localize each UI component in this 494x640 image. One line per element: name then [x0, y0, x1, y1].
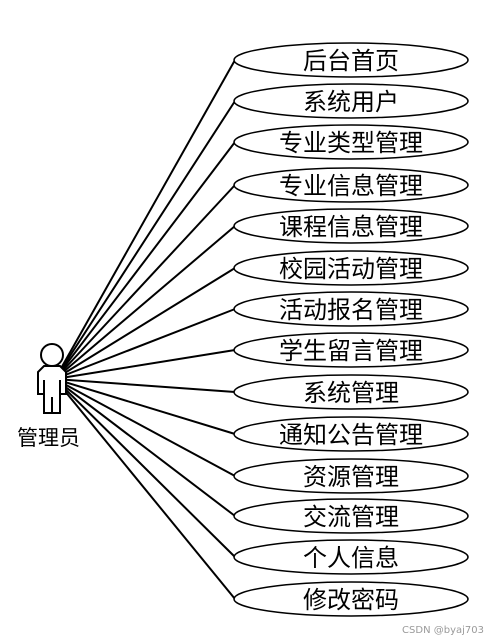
use-case: 后台首页 [233, 42, 469, 78]
use-case-ellipse [233, 167, 469, 203]
use-case-label: 通知公告管理 [279, 421, 423, 449]
association-line [54, 267, 236, 380]
use-case: 资源管理 [233, 458, 469, 494]
use-case: 通知公告管理 [233, 416, 469, 452]
association-lines [54, 59, 236, 600]
use-case-label: 校园活动管理 [279, 255, 423, 283]
use-case-label: 学生留言管理 [279, 337, 423, 365]
association-line [54, 378, 236, 600]
use-case: 个人信息 [233, 539, 469, 575]
association-line [54, 349, 236, 380]
actor-label: 管理员 [17, 426, 80, 450]
use-case-ellipse [233, 208, 469, 244]
use-case-label: 修改密码 [303, 586, 399, 614]
use-case-label: 资源管理 [303, 463, 399, 491]
association-line [54, 184, 236, 380]
use-case: 系统管理 [233, 374, 469, 410]
use-case-ellipse [233, 539, 469, 575]
use-case-ellipse [233, 250, 469, 286]
use-case-label: 课程信息管理 [279, 213, 423, 241]
association-line [54, 378, 236, 477]
use-case-label: 专业信息管理 [279, 172, 423, 200]
watermark: CSDN @byaj703 [402, 625, 484, 636]
use-case: 交流管理 [233, 498, 469, 534]
use-case-label: 专业类型管理 [279, 129, 423, 157]
use-case-ellipse [233, 498, 469, 534]
use-case: 专业类型管理 [233, 124, 469, 160]
association-line [54, 100, 236, 380]
use-case-ellipse [233, 458, 469, 494]
use-case-label: 系统管理 [303, 379, 399, 407]
use-case-label: 系统用户 [303, 88, 399, 116]
use-case-ellipse [233, 124, 469, 160]
association-line [54, 378, 236, 517]
use-case-list: 后台首页系统用户专业类型管理专业信息管理课程信息管理校园活动管理活动报名管理学生… [233, 42, 469, 617]
use-case-ellipse [233, 291, 469, 327]
association-line [54, 378, 236, 558]
association-line [54, 378, 236, 435]
use-case-ellipse [233, 581, 469, 617]
association-line [54, 141, 236, 380]
use-case-label: 活动报名管理 [279, 296, 423, 324]
use-case: 活动报名管理 [233, 291, 469, 327]
use-case: 学生留言管理 [233, 332, 469, 368]
use-case-ellipse [233, 416, 469, 452]
use-case: 校园活动管理 [233, 250, 469, 286]
use-case: 系统用户 [233, 83, 469, 119]
actor: 管理员 [17, 343, 80, 450]
use-case: 课程信息管理 [233, 208, 469, 244]
association-line [54, 59, 236, 380]
use-case-label: 交流管理 [303, 503, 399, 531]
use-case-label: 后台首页 [303, 47, 399, 75]
use-case-ellipse [233, 374, 469, 410]
use-case: 专业信息管理 [233, 167, 469, 203]
use-case-ellipse [233, 83, 469, 119]
use-case: 修改密码 [233, 581, 469, 617]
association-line [54, 308, 236, 380]
association-line [54, 225, 236, 380]
use-case-ellipse [233, 42, 469, 78]
use-case-ellipse [233, 332, 469, 368]
use-case-label: 个人信息 [303, 544, 399, 572]
association-line [54, 378, 236, 393]
person-icon [37, 343, 67, 414]
